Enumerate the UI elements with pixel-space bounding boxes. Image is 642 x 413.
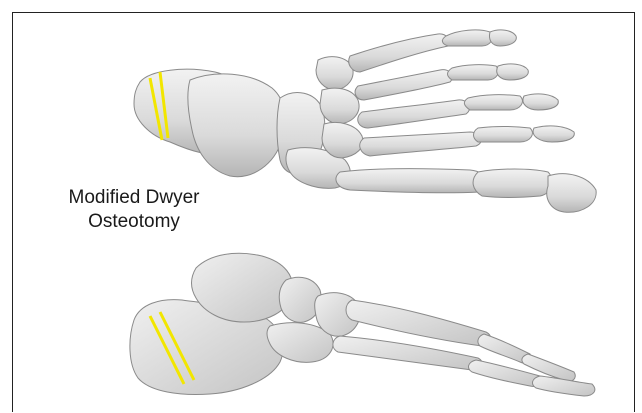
phalanx-1-proximal — [442, 30, 492, 46]
cuneiform-medial — [316, 57, 353, 90]
lateral-foot-skeleton — [130, 253, 595, 396]
phalanx-1-distal — [489, 30, 516, 46]
metatarsal-3 — [358, 100, 470, 128]
cuneiform-intermediate — [320, 88, 359, 124]
phalanx-5-proximal — [473, 169, 552, 198]
metatarsal-5 — [336, 169, 488, 193]
talus-dorsal — [188, 74, 285, 177]
phalanx-2-distal — [497, 64, 529, 80]
dorsal-foot-skeleton — [134, 30, 596, 212]
navicular-lateral — [279, 277, 321, 322]
phalanx-4-proximal — [474, 127, 533, 143]
phalanx-4-distal — [533, 126, 574, 142]
phalanx-lateral-4 — [533, 376, 595, 396]
cuneiform-lateral — [322, 123, 363, 159]
phalanx-2-proximal — [448, 65, 499, 80]
phalanx-5-distal — [547, 174, 596, 213]
metatarsal-2 — [355, 70, 452, 100]
phalanx-3-proximal — [464, 95, 522, 110]
phalanx-3-distal — [523, 94, 558, 110]
metatarsal-4 — [360, 132, 481, 156]
metatarsal-1 — [349, 34, 450, 72]
